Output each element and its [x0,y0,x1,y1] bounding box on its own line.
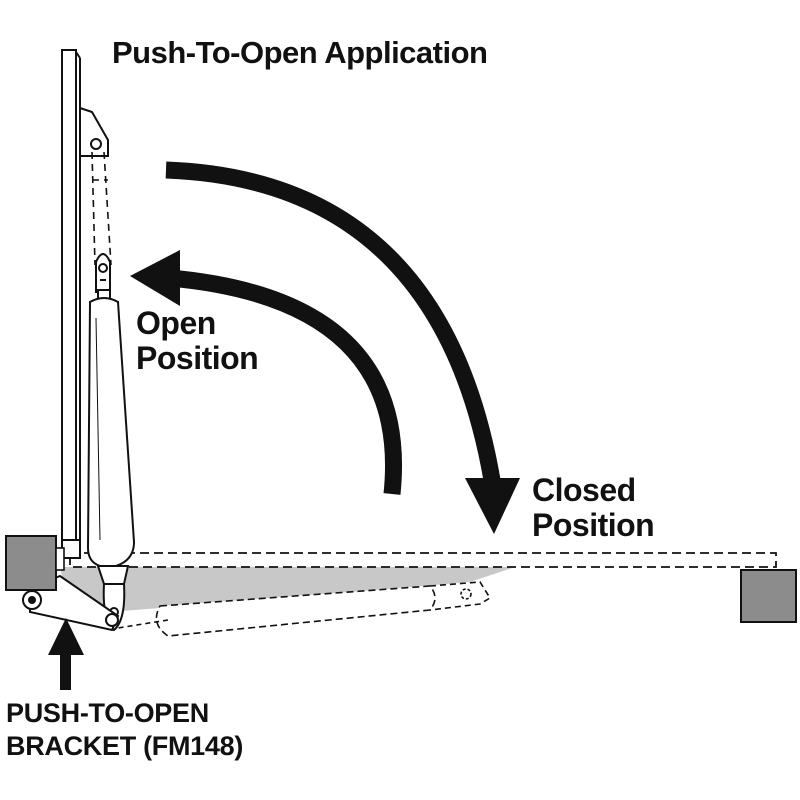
bracket-label-line1: PUSH-TO-OPEN [6,698,209,728]
closed-door-outline [69,552,777,568]
bracket-arrow-shaft [60,650,71,690]
closed-operator-ghost [117,581,492,637]
open-position-label: Open Position [136,305,259,376]
closed-position-line2: Position [532,506,655,543]
closed-position-label: Closed Position [532,472,655,543]
top-hinge-plate [79,106,109,157]
open-operator [86,253,136,632]
right-mounting-block [740,569,797,623]
opening-arc-arrow [169,269,402,495]
open-position-line2: Position [136,339,259,376]
open-door-panel [61,49,81,559]
closed-position-line1: Closed [532,472,636,508]
bracket-label-line2: BRACKET (FM148) [6,730,244,761]
closing-arrow-head-icon [465,478,520,534]
swing-area-shading [60,567,515,612]
closing-arc-arrow [165,161,501,482]
open-position-line1: Open [136,305,216,341]
bracket-callout-label: PUSH-TO-OPEN BRACKET (FM148) [6,697,243,763]
bracket-arrow-head-icon [48,618,84,655]
opening-arrow-head-icon [130,250,180,306]
left-block-edge [55,547,65,571]
diagram-title: Push-To-Open Application [112,35,488,70]
left-mounting-block [5,535,57,591]
dashed-link-arm [91,151,112,266]
